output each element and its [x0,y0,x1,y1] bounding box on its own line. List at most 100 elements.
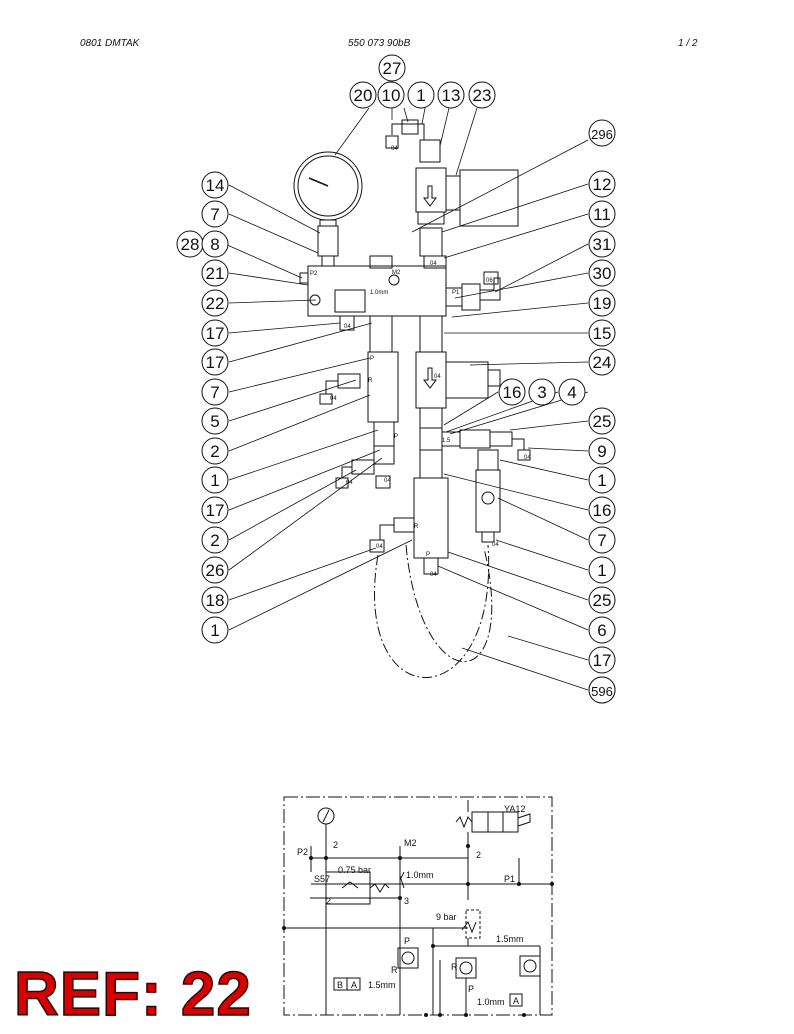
callout-number: 31 [593,235,612,254]
callout-balloon: 22 [201,289,229,317]
callout-balloon: 8 [201,230,229,258]
part-label: 04 [492,542,499,548]
middle-valve [415,351,447,409]
part-label: 04 [391,146,398,152]
callout-balloon: 7 [201,200,229,228]
callout-balloon: 27 [378,54,406,82]
callout-balloon: 17 [201,348,229,376]
schematic-label: P2 [297,847,308,857]
callout-number: 5 [210,412,219,431]
schematic-label: 1.0mm [406,870,434,880]
schematic-label: 1.5mm [368,980,396,990]
callout-number: 19 [593,294,612,313]
callout-balloon: 1 [407,81,435,109]
callout-number: 22 [206,294,225,313]
reference-label: REF: 22 [13,960,252,1029]
callout-balloon: 11 [588,200,616,228]
callout-balloon: 596 [588,676,616,704]
part-label: P [394,434,398,440]
callout-balloon: 14 [201,171,229,199]
callout-number: 1 [597,471,606,490]
callout-number: 14 [206,176,225,195]
schematic-label: R [451,962,458,972]
callout-balloon: 1 [201,616,229,644]
callout-balloon: 13 [437,81,465,109]
part-label: 06 [486,278,493,284]
callout-balloon: 20 [349,81,377,109]
schematic-label: P1 [504,874,515,884]
part-label: 04 [346,480,353,486]
part-label: R [414,524,419,530]
callout-balloon: 6 [588,616,616,644]
pressure-gauge [293,151,363,267]
callout-balloon: 3 [528,378,556,406]
schematic-label: R [391,965,398,975]
schematic-label: YA12 [504,804,525,814]
callout-balloon: 18 [201,586,229,614]
callout-balloon: 4 [558,378,586,406]
callout-balloon: 9 [588,437,616,465]
callout-number: 10 [382,86,401,105]
callout-number: 25 [593,412,612,431]
callout-balloon: 10 [377,81,405,109]
schematic-label: 2 [333,840,338,850]
callout-balloon: 17 [588,646,616,674]
callout-balloon: 30 [588,259,616,287]
callout-balloon: 1 [201,466,229,494]
callout-number: 26 [206,561,225,580]
callout-number: 7 [210,205,219,224]
callout-number: 9 [597,442,606,461]
callout-number: 17 [593,651,612,670]
callout-number: 7 [597,531,606,550]
callout-number: 17 [206,324,225,343]
schematic-label: M2 [404,838,417,848]
callout-number: 28 [181,235,200,254]
callout-number: 15 [593,324,612,343]
header-left: 0801 DMTAK [80,38,140,49]
callout-number: 2 [210,531,219,550]
callout-balloon: 16 [498,378,526,406]
callout-balloon: 19 [588,289,616,317]
callout-number: 8 [210,235,219,254]
callout-number: 1 [597,561,606,580]
callout-balloon: 12 [588,170,616,198]
callout-number: 1 [416,86,425,105]
callout-number: 4 [567,383,576,402]
callout-balloon: 21 [201,259,229,287]
callout-balloon: 1 [588,556,616,584]
callout-balloon: 16 [588,496,616,524]
schematic-label: 3 [404,896,409,906]
header-center: 550 073 90bB [348,38,411,49]
hydraulic-schematic [283,796,553,1016]
callout-number: 1 [210,471,219,490]
part-label: 04 [524,455,531,461]
schematic-label: B [337,980,343,990]
callout-balloon: 25 [588,407,616,435]
part-label: R [368,378,373,384]
callout-balloon: 26 [201,556,229,584]
callout-number: 1 [210,621,219,640]
callout-number: 16 [593,501,612,520]
callout-number: 296 [591,127,613,142]
callout-number: 13 [442,86,461,105]
schematic-label: 9 bar [436,912,457,922]
schematic-label: 1.5mm [496,934,524,944]
callout-number: 16 [503,383,522,402]
callout-balloon: 2 [201,526,229,554]
part-label: P2 [310,271,318,277]
callout-number: 2 [210,442,219,461]
schematic-label: S57 [314,874,330,884]
callout-balloon: 2 [201,437,229,465]
schematic-label: 1.0mm [477,997,505,1007]
part-label: 1.5 [442,438,451,444]
part-label: P [370,356,374,362]
callout-balloon: 5 [201,407,229,435]
schematic-label: P [468,984,474,994]
callout-balloon: 31 [588,230,616,258]
callout-balloon: 17 [201,319,229,347]
callout-number: 11 [593,205,611,224]
part-label: 04 [376,544,383,550]
callout-number: 30 [593,264,612,283]
callout-balloon: 28 [176,230,204,258]
part-label: P1 [452,290,460,296]
